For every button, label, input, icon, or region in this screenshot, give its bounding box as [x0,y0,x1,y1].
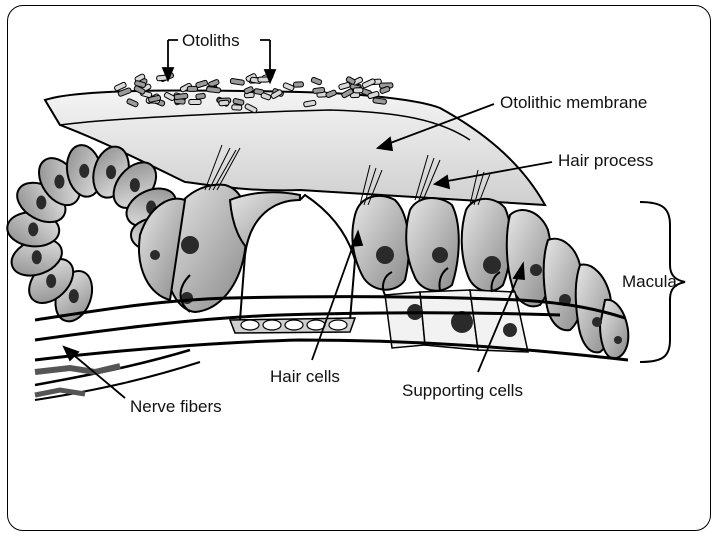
otolith-crystal [310,76,323,86]
macula-bracket [639,201,686,363]
diagram-labels: Otoliths Otolithic membrane Hair process… [130,31,677,416]
otolith-crystal [117,87,132,97]
ring-cell-nucleus [31,250,42,265]
label-hair-cells: Hair cells [270,367,340,386]
arch-space [238,193,357,321]
otolith-crystal [372,97,387,105]
nerve-fibers [34,267,629,401]
otolith-crystal [338,81,351,90]
otolith-crystal [231,104,243,111]
hair-cell [351,194,410,291]
otolith-crystal [114,81,127,92]
otolith-crystal [341,88,354,99]
ring-cell-nucleus [68,289,79,304]
otolith-crystal [361,78,376,89]
otolith-crystal [126,98,139,108]
label-nerve-fibers: Nerve fibers [130,397,222,416]
otolith-crystal [260,92,272,101]
basement-layer [228,317,357,334]
otolith-crystal [173,92,189,101]
otolith-crystal [186,85,198,92]
otolith-crystal [303,99,317,108]
ring-cell-nucleus [54,174,65,189]
otolith-crystal [133,85,146,95]
otolith-crystal [218,99,230,107]
otolith-crystal [243,86,254,95]
ring-cell-nucleus [79,163,90,178]
otolith-crystal [195,79,208,89]
ring-cell-nucleus [129,178,140,193]
label-macula: Macula [622,272,677,291]
otolith-crystal [312,86,326,94]
label-arrows [62,39,553,399]
hair-cell [405,197,460,292]
label-supporting-cells: Supporting cells [402,381,523,400]
otolith-crystal [352,87,364,94]
supporting-cell [384,291,426,349]
label-otolithic-membrane: Otolithic membrane [500,93,647,112]
otolith-crystal [134,73,146,83]
otolith-crystal [163,92,176,102]
supporting-cell [138,197,187,302]
otolith-crystal [325,89,337,98]
supporting-cell [505,209,553,308]
ring-cell-nucleus [28,222,39,237]
otolith-crystals [114,72,394,114]
otolith-crystal [282,82,295,92]
supporting-cell [598,298,630,360]
otolith-crystal [195,92,206,100]
otolith-crystal [229,78,245,86]
supporting-cell [542,237,584,332]
ring-cell-nucleus [46,274,57,289]
otolith-crystal [345,76,356,85]
otolith-crystal [148,94,162,103]
otolith-crystal [244,103,258,114]
label-hair-process: Hair process [558,151,653,170]
otolith-crystal [367,90,380,99]
otolith-crystal [206,86,222,94]
otolith-crystal [379,86,391,94]
otolith-crystal [293,81,304,88]
ring-cell-nucleus [106,165,117,180]
otolith-crystal [208,79,220,88]
otolith-crystal [188,98,202,105]
otolith-crystal [270,89,283,99]
otolith-crystal [232,98,245,106]
hair-process-tufts [204,144,491,206]
label-otoliths: Otoliths [182,31,240,50]
macula-cells [138,144,630,360]
hair-cell [460,197,512,293]
ring-cell-nucleus [36,195,47,210]
nuclei [150,236,622,344]
